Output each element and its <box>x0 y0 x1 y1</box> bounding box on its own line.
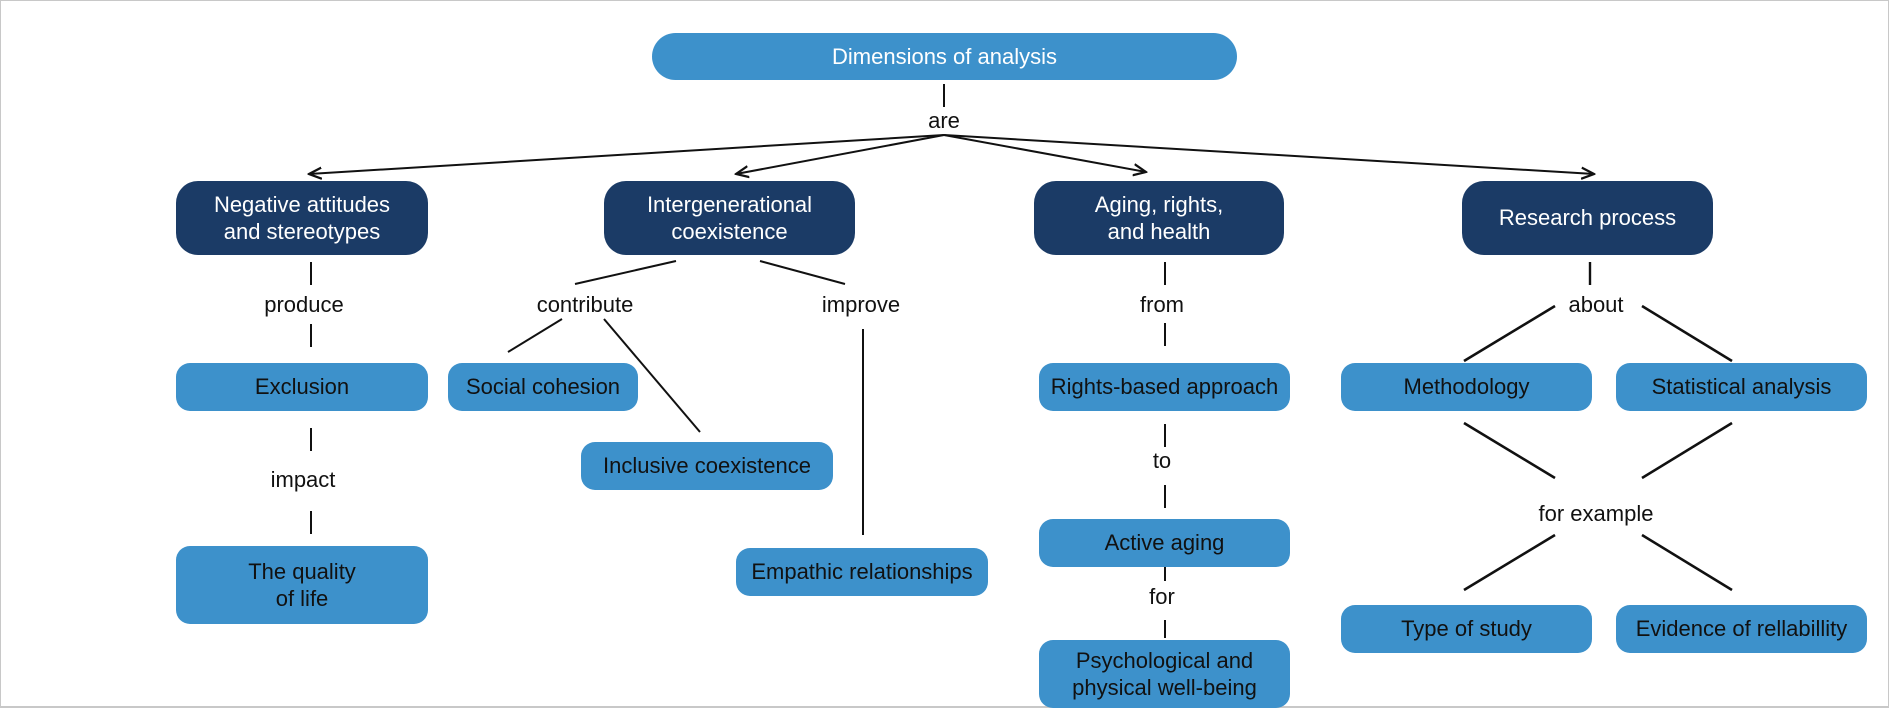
arrow-to-intergenerational <box>736 134 945 174</box>
link-label-produce: produce <box>262 292 346 318</box>
node-evidence-of-reliability: Evidence of rellabillity <box>1616 605 1867 653</box>
connector-inter-improve <box>759 260 846 285</box>
category-research-process: Research process <box>1462 181 1713 255</box>
node-social-cohesion: Social cohesion <box>448 363 638 411</box>
connector-about-methodology <box>1463 304 1556 363</box>
category-aging-rights-health: Aging, rights, and health <box>1034 181 1284 255</box>
link-label-improve: improve <box>819 292 903 318</box>
link-label-for: for <box>1147 584 1177 610</box>
link-label-about: about <box>1566 292 1626 318</box>
connector-inter-contribute <box>574 260 677 285</box>
link-label-for-example: for example <box>1536 501 1656 527</box>
node-methodology: Methodology <box>1341 363 1592 411</box>
node-statistical-analysis: Statistical analysis <box>1616 363 1867 411</box>
root-node-dimensions-of-analysis: Dimensions of analysis <box>652 33 1237 80</box>
connector-contribute-inclusive <box>603 318 701 433</box>
node-exclusion: Exclusion <box>176 363 428 411</box>
connector-example-evidence <box>1641 533 1733 592</box>
node-inclusive-coexistence: Inclusive coexistence <box>581 442 833 490</box>
connector-methodology-example <box>1463 421 1556 480</box>
link-label-to: to <box>1150 448 1174 474</box>
node-type-of-study: Type of study <box>1341 605 1592 653</box>
link-label-contribute: contribute <box>534 292 636 318</box>
node-rights-based-approach: Rights-based approach <box>1039 363 1290 411</box>
link-label-from: from <box>1138 292 1186 318</box>
node-active-aging: Active aging <box>1039 519 1290 567</box>
connector-statistical-example <box>1641 421 1733 480</box>
arrow-to-research-process <box>943 134 1594 174</box>
category-intergenerational-coexistence: Intergenerational coexistence <box>604 181 855 255</box>
node-empathic-relationships: Empathic relationships <box>736 548 988 596</box>
connector-example-type <box>1463 533 1556 592</box>
connector-contribute-social <box>507 318 563 353</box>
arrow-to-negative-attitudes <box>309 134 945 174</box>
node-quality-of-life: The quality of life <box>176 546 428 624</box>
link-label-impact: impact <box>268 467 338 493</box>
category-negative-attitudes: Negative attitudes and stereotypes <box>176 181 428 255</box>
arrow-to-aging-rights <box>943 134 1146 172</box>
node-psychological-physical-wellbeing: Psychological and physical well-being <box>1039 640 1290 708</box>
connector-about-statistical <box>1641 304 1733 363</box>
link-label-are: are <box>926 108 962 134</box>
